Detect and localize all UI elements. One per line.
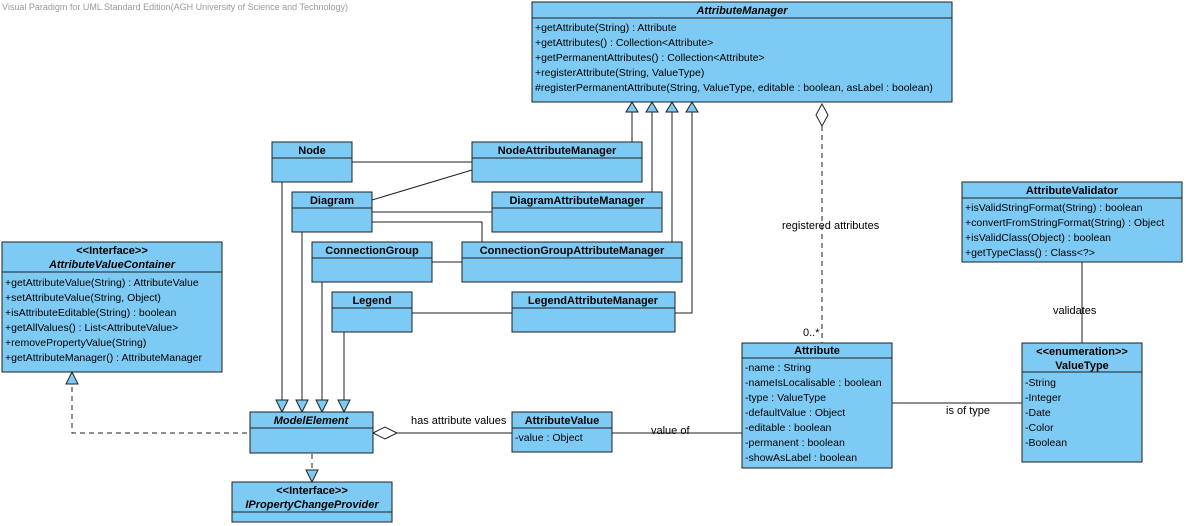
member: -String bbox=[1025, 377, 1056, 389]
label-multiplicity: 0..* bbox=[803, 327, 820, 339]
member: +isValidStringFormat(String) : boolean bbox=[965, 202, 1143, 214]
interface-property-change-provider[interactable]: <<Interface>> IPropertyChangeProvider bbox=[231, 481, 393, 523]
class-name: ConnectionGroupAttributeManager bbox=[480, 245, 665, 257]
label-registered-attributes: registered attributes bbox=[782, 220, 880, 232]
member: -defaultValue : Object bbox=[745, 407, 845, 419]
relationships bbox=[65, 101, 1083, 484]
label-is-of-type: is of type bbox=[946, 405, 990, 417]
class-attribute[interactable]: Attribute -name : String -nameIsLocalisa… bbox=[741, 342, 893, 469]
generalization-legend-manager bbox=[675, 112, 693, 314]
enum-value-type[interactable]: <<enumeration>> ValueType -String -Integ… bbox=[1021, 342, 1143, 463]
class-name: Diagram bbox=[310, 195, 354, 207]
member: +convertFromStringFormat(String) : Objec… bbox=[965, 217, 1164, 229]
class-diagram[interactable]: Diagram bbox=[291, 191, 373, 233]
class-name: ConnectionGroup bbox=[325, 245, 419, 257]
assoc-diagram-nodemanager bbox=[371, 169, 473, 201]
generalization-arrow-node-modelelement bbox=[275, 399, 289, 414]
member: +getAttributeManager() : AttributeManage… bbox=[5, 352, 202, 364]
generalization-arrow-legend-modelelement bbox=[337, 399, 351, 414]
member: -nameIsLocalisable : boolean bbox=[745, 377, 882, 389]
member: -editable : boolean bbox=[745, 422, 832, 434]
member: +getAttributeValue(String) : AttributeVa… bbox=[5, 277, 199, 289]
member: #registerPermanentAttribute(String, Valu… bbox=[535, 82, 933, 94]
member: +isAttributeEditable(String) : boolean bbox=[5, 307, 176, 319]
member: +getAllValues() : List<AttributeValue> bbox=[5, 322, 178, 334]
class-diagram-attribute-manager[interactable]: DiagramAttributeManager bbox=[491, 191, 663, 233]
label-has-attribute-values: has attribute values bbox=[411, 415, 507, 427]
class-node-attribute-manager[interactable]: NodeAttributeManager bbox=[471, 141, 643, 183]
generalization-arrow-diagram-modelelement bbox=[295, 399, 309, 414]
member: +getAttribute(String) : Attribute bbox=[535, 22, 677, 34]
class-name: AttributeManager bbox=[695, 5, 788, 17]
stereotype: <<Interface>> bbox=[276, 485, 348, 497]
label-validates: validates bbox=[1053, 305, 1097, 317]
class-name: AttributeValue bbox=[525, 415, 600, 427]
class-name: AttributeValidator bbox=[1026, 185, 1119, 197]
member: -value : Object bbox=[515, 432, 583, 444]
class-name: ValueType bbox=[1055, 360, 1109, 372]
class-legend[interactable]: Legend bbox=[331, 291, 413, 333]
member: -Boolean bbox=[1025, 437, 1067, 449]
member: -name : String bbox=[745, 362, 811, 374]
class-name: AttributeValueContainer bbox=[48, 259, 176, 271]
member: +registerAttribute(String, ValueType) bbox=[535, 67, 704, 79]
member: +getPermanentAttributes() : Collection<A… bbox=[535, 52, 765, 64]
member: +removePropertyValue(String) bbox=[5, 337, 146, 349]
stereotype: <<Interface>> bbox=[76, 245, 148, 257]
aggregation-diamond-modelelement bbox=[371, 426, 399, 440]
generalization-arrow-legend-manager bbox=[685, 101, 699, 113]
assoc-diagram-cgmanager bbox=[372, 221, 483, 242]
member: -Color bbox=[1025, 422, 1054, 434]
watermark: Visual Paradigm for UML Standard Edition… bbox=[2, 2, 349, 12]
class-name: IPropertyChangeProvider bbox=[245, 499, 379, 511]
member: -Integer bbox=[1025, 392, 1062, 404]
aggregation-diamond-manager bbox=[815, 102, 829, 128]
member: +setAttributeValue(String, Object) bbox=[5, 292, 161, 304]
class-model-element[interactable]: ModelElement bbox=[249, 411, 374, 454]
class-name: Legend bbox=[352, 295, 391, 307]
member: -permanent : boolean bbox=[745, 437, 845, 449]
class-legend-attribute-manager[interactable]: LegendAttributeManager bbox=[511, 291, 676, 333]
interface-attribute-value-container[interactable]: <<Interface>> AttributeValueContainer +g… bbox=[1, 241, 223, 373]
generalization-arrow-diagram-manager bbox=[645, 101, 659, 113]
realization-modelelement-container bbox=[71, 382, 247, 434]
member: +isValidClass(Object) : boolean bbox=[965, 232, 1111, 244]
stereotype: <<enumeration>> bbox=[1036, 346, 1128, 358]
class-name: DiagramAttributeManager bbox=[509, 195, 645, 207]
class-attribute-manager[interactable]: AttributeManager +getAttribute(String) :… bbox=[531, 1, 953, 103]
generalization-arrow-node-manager bbox=[625, 101, 639, 113]
class-name: LegendAttributeManager bbox=[528, 295, 659, 307]
member: -type : ValueType bbox=[745, 392, 826, 404]
class-connection-group[interactable]: ConnectionGroup bbox=[311, 241, 433, 283]
member: +getAttributes() : Collection<Attribute> bbox=[535, 37, 713, 49]
association-labels: registered attributes 0..* has attribute… bbox=[411, 220, 1097, 437]
realization-arrow-container bbox=[65, 370, 79, 385]
label-value-of: value of bbox=[651, 425, 690, 437]
member: -showAsLabel : boolean bbox=[745, 452, 857, 464]
member: -Date bbox=[1025, 407, 1051, 419]
class-name: ModelElement bbox=[274, 415, 350, 427]
class-name: Node bbox=[298, 145, 326, 157]
class-connection-group-attribute-manager[interactable]: ConnectionGroupAttributeManager bbox=[461, 241, 683, 283]
class-name: Attribute bbox=[794, 345, 840, 357]
class-attribute-value[interactable]: AttributeValue -value : Object bbox=[511, 411, 613, 453]
generalization-arrow-cg-manager bbox=[665, 101, 679, 113]
class-attribute-validator[interactable]: AttributeValidator +isValidStringFormat(… bbox=[961, 181, 1183, 263]
realization-arrow-provider bbox=[305, 469, 319, 484]
generalization-arrow-cg-modelelement bbox=[315, 399, 329, 414]
class-name: NodeAttributeManager bbox=[498, 145, 617, 157]
class-node[interactable]: Node bbox=[271, 141, 353, 183]
member: +getTypeClass() : Class<?> bbox=[965, 247, 1095, 259]
